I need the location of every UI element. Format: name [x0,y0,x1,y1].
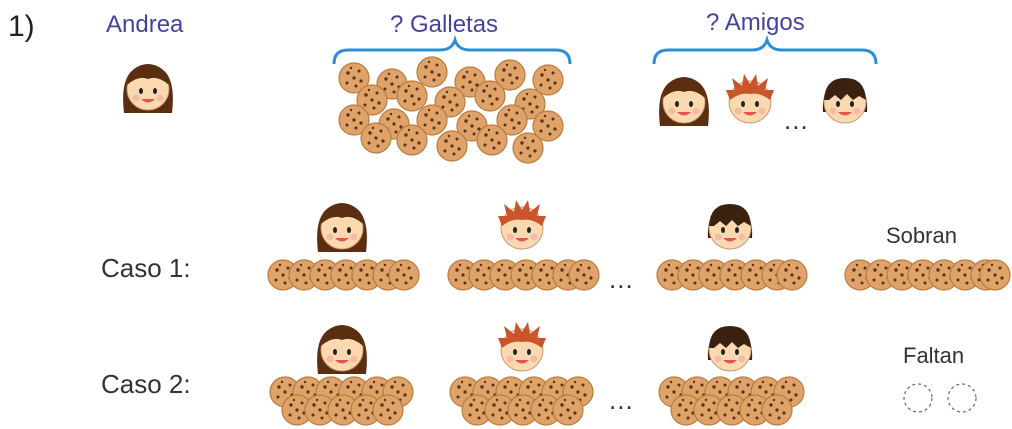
cookies-brace [332,34,572,65]
case1-cookies-group-2 [447,259,600,291]
case1-girl-avatar [317,203,367,252]
case1-ellipsis: ... [609,264,634,294]
case1-cookies-group-3 [656,259,808,291]
andrea-label: Andrea [106,11,184,38]
case2-bowl-boy-avatar [708,326,752,371]
cookie-pile [338,56,564,164]
case1-bowl-boy-avatar [708,204,752,249]
missing-cookie-1 [903,383,933,413]
friend-spiky-boy-avatar [726,74,774,123]
case2-cookies-group-1 [269,376,414,426]
missing-label: Faltan [903,343,965,368]
case1-label: Caso 1: [101,253,191,283]
case2-label: Caso 2: [101,369,191,399]
friends-label: ? Amigos [706,9,805,36]
friend-bowl-boy-avatar [823,78,867,123]
case2-cookies-group-2 [449,376,594,426]
case2-ellipsis: ... [609,385,634,415]
cookies-label: ? Galletas [390,11,499,38]
leftover-label: Sobran [886,223,957,248]
missing-cookie-2 [947,383,977,413]
friends-brace [652,34,878,65]
case1-cookies-group-1 [267,259,420,291]
case2-spiky-boy-avatar [498,322,546,371]
case1-spiky-boy-avatar [498,200,546,249]
andrea-avatar [123,64,173,113]
friend-girl-avatar [659,77,709,126]
case2-cookies-group-3 [658,376,805,426]
case1-leftover-cookies [844,259,1011,291]
friends-ellipsis: ... [784,105,809,135]
problem-number: 1) [8,10,35,43]
case2-girl-avatar [317,325,367,374]
